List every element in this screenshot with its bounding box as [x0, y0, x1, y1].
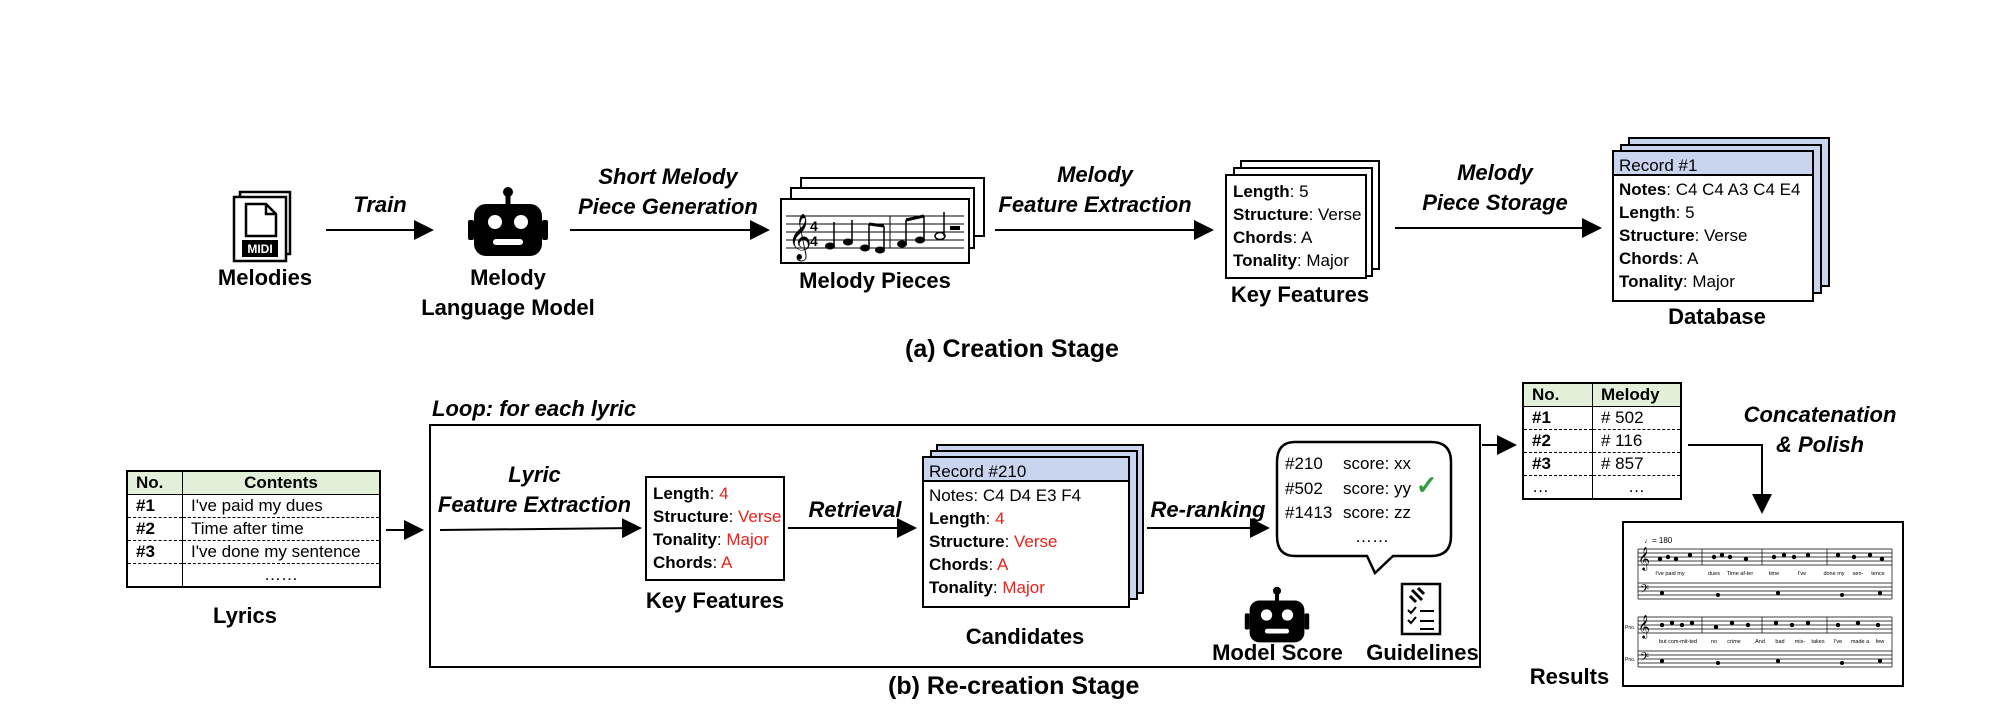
candidates-label: Candidates — [965, 624, 1085, 649]
loop-label: Loop: for each lyric — [432, 396, 637, 421]
svg-text:done my: done my — [1823, 571, 1844, 577]
svg-text:Pno.: Pno. — [1625, 657, 1635, 663]
svg-text:4: 4 — [810, 218, 818, 234]
concat-label: Concatenation & Polish — [1735, 400, 1905, 460]
retrieval-label: Retrieval — [808, 497, 902, 522]
feature-structure-value: Verse — [1318, 205, 1362, 224]
record-header: Record #1 — [1614, 152, 1812, 176]
concat-line2: & Polish — [1775, 432, 1864, 457]
model-label: Melody Language Model — [408, 263, 608, 323]
svg-text:bad: bad — [1775, 639, 1784, 645]
svg-text:time: time — [1769, 571, 1779, 577]
treble-clef-icon: 𝄞 — [1638, 548, 1650, 571]
robot-icon — [468, 187, 548, 256]
table-row: #3# 857 — [1522, 452, 1682, 476]
feature-tonality-value: Major — [1306, 251, 1349, 270]
svg-text:Time af-ter: Time af-ter — [1727, 571, 1754, 577]
svg-text:I've paid my: I've paid my — [1655, 571, 1684, 577]
storage-label: Melody Piece Storage — [1395, 158, 1595, 218]
melody-pieces-label: Melody Pieces — [799, 268, 951, 293]
svg-text:sen-: sen- — [1853, 571, 1864, 577]
arrow-concat — [1688, 444, 1772, 514]
melody-extraction-line1: Melody — [1057, 162, 1133, 187]
midi-file-icon: MIDI — [232, 190, 292, 263]
tempo-text: ♩= 180 — [1644, 536, 1673, 545]
svg-text:I've: I've — [1798, 571, 1806, 577]
svg-text:Pno.: Pno. — [1625, 625, 1635, 631]
recreation-features-card: Length: 4 Structure: Verse Tonality: Maj… — [645, 476, 785, 581]
database-label: Database — [1668, 304, 1766, 329]
result-table: No.Melody #1# 502 #2# 116 #3# 857 …… — [1522, 382, 1682, 500]
storage-label-line1: Melody — [1457, 160, 1533, 185]
guidelines-icon — [1400, 582, 1442, 636]
model-score-label: Model Score — [1212, 640, 1343, 665]
table-row: …… — [1522, 475, 1682, 499]
svg-text:takes: takes — [1811, 639, 1824, 645]
bass-clef-icon: 𝄢 — [1640, 582, 1649, 598]
generation-label: Short Melody Piece Generation — [568, 162, 768, 222]
creation-key-features-label: Key Features — [1230, 282, 1370, 307]
melodies-label: Melodies — [217, 265, 313, 290]
concat-line1: Concatenation — [1743, 402, 1897, 427]
reranking-label: Re-ranking — [1150, 497, 1266, 522]
generation-label-line2: Piece Generation — [578, 194, 758, 219]
svg-text:4: 4 — [810, 233, 818, 249]
treble-clef-icon: 𝄞 — [1638, 616, 1650, 639]
creation-stage-title: (a) Creation Stage — [905, 335, 1119, 363]
svg-text:made a: made a — [1851, 639, 1870, 645]
result-sheet-music: ♩= 180 𝄞 𝄞 𝄢 𝄢 I've paid my dues — [1622, 521, 1904, 687]
database-record-card: Record #1 Notes: C4 C4 A3 C4 E4 Length: … — [1612, 150, 1814, 302]
score-bubble — [1275, 440, 1453, 576]
lyric-extraction-line1: Lyric — [508, 462, 561, 487]
storage-label-line2: Piece Storage — [1422, 190, 1568, 215]
melody-extraction-label: Melody Feature Extraction — [990, 160, 1200, 220]
candidate-header: Record #210 — [924, 458, 1128, 482]
guidelines-label: Guidelines — [1366, 640, 1479, 665]
candidate-record-card: Record #210 Notes: C4 D4 E3 F4 Length: 4… — [922, 456, 1130, 608]
table-row: #1# 502 — [1522, 406, 1682, 430]
table-row: …… — [126, 563, 381, 587]
svg-text:I've: I've — [1834, 639, 1842, 645]
feature-chords-value: A — [1301, 228, 1313, 247]
svg-text:few: few — [1876, 639, 1885, 645]
svg-text:tence: tence — [1871, 571, 1884, 577]
svg-text:no: no — [1711, 639, 1717, 645]
table-row: #2# 116 — [1522, 429, 1682, 453]
treble-clef-icon: 𝄞 — [788, 214, 812, 262]
svg-text:mis-: mis- — [1795, 639, 1806, 645]
robot-icon — [1244, 586, 1310, 643]
svg-text:And: And — [1755, 639, 1765, 645]
bass-clef-icon: 𝄢 — [1640, 650, 1649, 666]
train-label: Train — [353, 192, 407, 217]
svg-text:but com-mit-ted: but com-mit-ted — [1659, 639, 1697, 645]
melody-piece-sheet-front: 𝄞 4 4 — [780, 198, 970, 264]
lyric-extraction-label: Lyric Feature Extraction — [432, 460, 637, 520]
midi-text: MIDI — [247, 242, 272, 256]
loop-box — [429, 424, 1481, 668]
svg-text:crime: crime — [1727, 639, 1740, 645]
generation-label-line1: Short Melody — [598, 164, 738, 189]
recreation-key-features-label: Key Features — [645, 588, 785, 613]
creation-features-card: Length: 5 Structure: Verse Chords: A Ton… — [1225, 174, 1367, 279]
arrow-lyric-extraction — [439, 518, 642, 539]
feature-length-value: 5 — [1299, 182, 1309, 201]
results-label: Results — [1529, 664, 1610, 689]
model-label-line1: Melody — [470, 265, 546, 290]
melody-extraction-line2: Feature Extraction — [998, 192, 1192, 217]
svg-text:dues: dues — [1708, 571, 1720, 577]
checkmark-icon: ✓ — [1415, 470, 1438, 500]
recreation-stage-title: (b) Re-creation Stage — [888, 672, 1140, 700]
lyric-extraction-line2: Feature Extraction — [437, 492, 632, 517]
model-label-line2: Language Model — [421, 295, 595, 320]
lyrics-label: Lyrics — [212, 603, 277, 628]
